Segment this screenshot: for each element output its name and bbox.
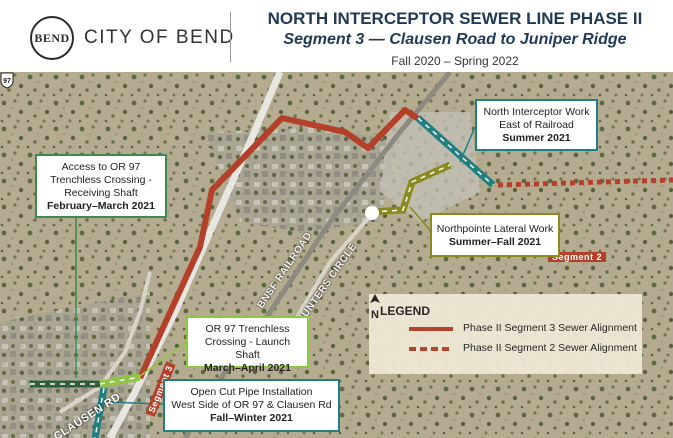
- header-divider: [230, 12, 231, 62]
- callout-launch-shaft: OR 97 Trenchless Crossing - Launch Shaft…: [186, 316, 309, 374]
- page-subtitle: Segment 3 — Clausen Road to Juniper Ridg…: [283, 31, 627, 48]
- east-leader-line: [459, 126, 476, 163]
- highway-97: [106, 72, 284, 438]
- callout-east-of-railroad: North Interceptor Work East of Railroad …: [475, 99, 598, 151]
- north-arrow-icon: N: [370, 294, 380, 320]
- open-cut-installation-centerline: [94, 387, 105, 438]
- callout-open-cut-installation: Open Cut Pipe Installation West Side of …: [163, 379, 340, 432]
- label-segment-2: Segment 2: [548, 252, 607, 262]
- clausen-road: [58, 271, 152, 414]
- segment-3-alignment: [137, 107, 422, 380]
- east-railroad-work-centerline: [417, 117, 494, 186]
- segment-2-alignment: [497, 177, 673, 188]
- launch-shaft-crossing-centerline: [99, 376, 141, 385]
- city-seal-logo: BEND: [30, 16, 74, 60]
- legend-swatch-segment-2: [409, 347, 453, 351]
- manhole-marker: [365, 206, 379, 220]
- svg-text:97: 97: [3, 78, 11, 85]
- highway-shield-icon: 97: [0, 72, 14, 89]
- legend-title: LEGEND: [380, 304, 431, 318]
- northpointe-lateral-centerline: [371, 164, 451, 213]
- project-dates: Fall 2020 – Spring 2022: [391, 54, 519, 68]
- city-name: CITY OF BEND: [84, 27, 235, 48]
- legend-label-segment-2: Phase II Segment 2 Sewer Alignment: [463, 342, 637, 354]
- page-title: NORTH INTERCEPTOR SEWER LINE PHASE II: [267, 9, 643, 28]
- residential-area: [205, 127, 395, 232]
- callout-access-receiving-shaft: Access to OR 97 Trenchless Crossing - Re…: [35, 154, 167, 218]
- legend-label-segment-3: Phase II Segment 3 Sewer Alignment: [463, 322, 637, 334]
- legend: LEGEND N Phase II Segment 3 Sewer Alignm…: [369, 294, 642, 374]
- svg-text:N: N: [371, 309, 379, 320]
- launch-leader-line: [139, 341, 187, 377]
- aerial-map: 97 BNSF RAILROAD HUNTERS CIRCLE CLAUSEN …: [0, 72, 673, 438]
- northpointe-leader-line: [409, 206, 431, 231]
- header: BEND CITY OF BEND NORTH INTERCEPTOR SEWE…: [0, 0, 673, 72]
- legend-swatch-segment-3: [409, 327, 453, 331]
- callout-northpointe-lateral: Northpointe Lateral Work Summer–Fall 202…: [430, 213, 560, 257]
